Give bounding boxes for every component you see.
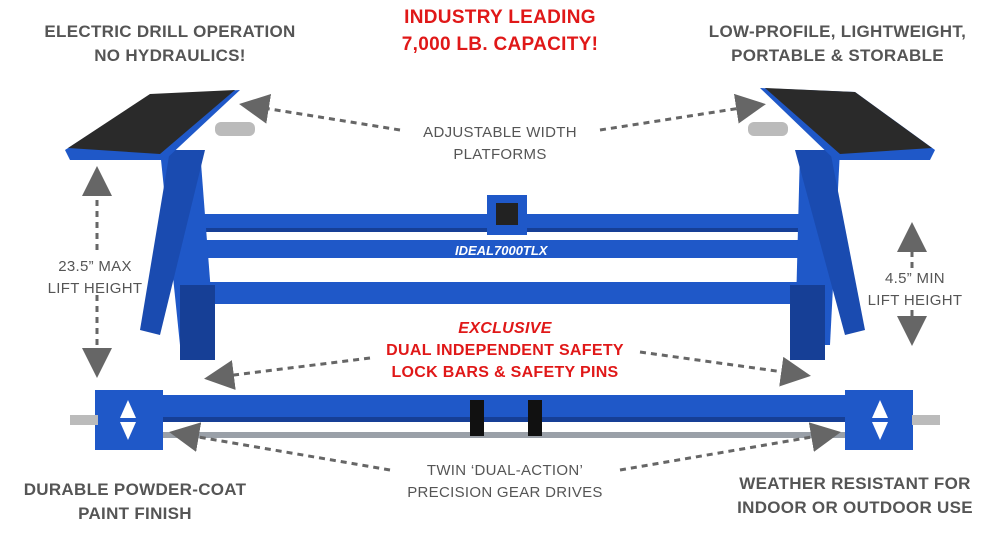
caption-min-height: 4.5” MIN LIFT HEIGHT [845,268,985,312]
product-label: IDEAL7000TLX [455,243,549,258]
caption-line: NO HYDRAULICS! [94,46,246,65]
caption-safety: EXCLUSIVE DUAL INDEPENDENT SAFETY LOCK B… [370,318,640,384]
caption-line: 7,000 LB. CAPACITY! [401,34,599,55]
caption-low-profile: LOW-PROFILE, LIGHTWEIGHT, PORTABLE & STO… [685,20,990,68]
center-drive [487,195,527,235]
caption-line: 4.5” MIN [885,270,945,287]
caption-line: PLATFORMS [453,146,547,163]
caption-drill-operation: ELECTRIC DRILL OPERATION NO HYDRAULICS! [20,20,320,68]
caption-powder-coat: DURABLE POWDER-COAT PAINT FINISH [5,478,265,526]
caption-platforms: ADJUSTABLE WIDTH PLATFORMS [395,122,605,166]
left-platform [65,90,255,160]
caption-line: DUAL INDEPENDENT SAFETY [386,342,624,359]
caption-max-height: 23.5” MAX LIFT HEIGHT [20,256,170,300]
caption-exclusive: EXCLUSIVE [458,320,552,337]
base-frame [70,390,940,450]
callout-arrows [82,93,927,472]
right-scissor [790,150,865,360]
caption-line: PRECISION GEAR DRIVES [407,484,603,501]
caption-gear-drives: TWIN ‘DUAL-ACTION’ PRECISION GEAR DRIVES [390,460,620,504]
caption-line: LIFT HEIGHT [867,292,963,309]
caption-line: LOCK BARS & SAFETY PINS [391,364,619,381]
right-platform [748,88,935,160]
caption-line: ADJUSTABLE WIDTH [423,124,577,141]
caption-weather-resistant: WEATHER RESISTANT FOR INDOOR OR OUTDOOR … [715,472,995,520]
caption-line: WEATHER RESISTANT FOR [739,474,971,493]
caption-line: PAINT FINISH [78,504,192,523]
caption-line: 23.5” MAX [58,258,132,275]
caption-line: LIFT HEIGHT [47,280,143,297]
caption-line: ELECTRIC DRILL OPERATION [44,22,296,41]
caption-capacity: INDUSTRY LEADING 7,000 LB. CAPACITY! [345,4,655,58]
caption-line: DURABLE POWDER-COAT [23,480,247,499]
caption-line: TWIN ‘DUAL-ACTION’ [426,462,584,479]
caption-line: LOW-PROFILE, LIGHTWEIGHT, [708,22,967,41]
caption-line: INDOOR OR OUTDOOR USE [737,498,973,517]
caption-line: PORTABLE & STORABLE [731,46,944,65]
left-scissor [140,150,215,360]
caption-line: INDUSTRY LEADING [404,7,596,28]
